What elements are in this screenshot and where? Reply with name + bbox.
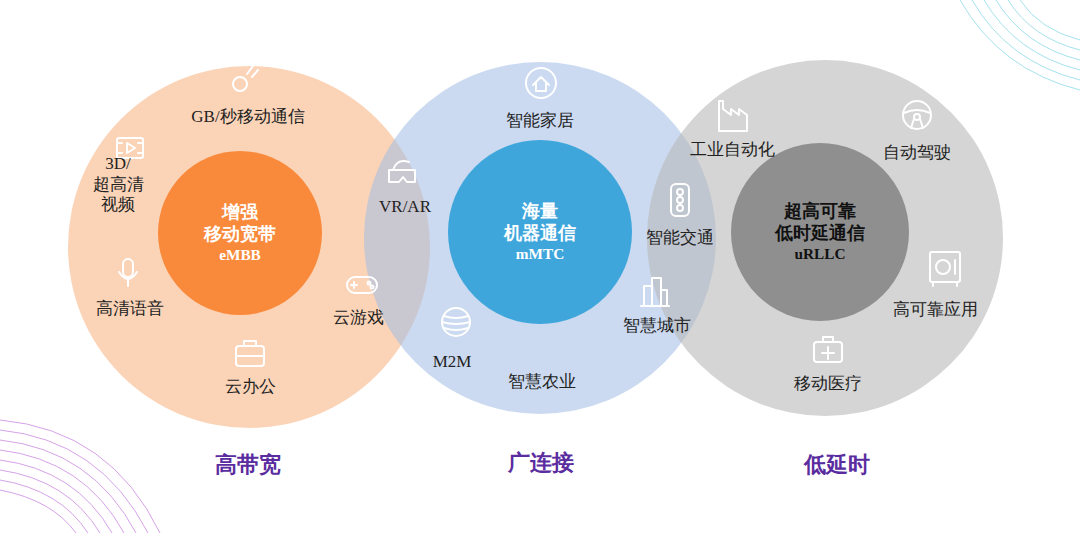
application-label: 智能交通 — [646, 228, 714, 248]
application-label: 云游戏 — [333, 308, 384, 328]
inner-circle: 海量 机器通信mMTC — [448, 140, 632, 324]
application-label: 高可靠应用 — [893, 300, 978, 320]
application-label: 云办公 — [225, 377, 276, 397]
circle-abbreviation: mMTC — [516, 244, 564, 264]
category-heading: 广连接 — [508, 448, 574, 478]
category-heading: 低延时 — [804, 450, 870, 480]
circle-abbreviation: eMBB — [219, 245, 261, 265]
application-label: 智慧城市 — [623, 316, 691, 336]
circle-title: 海量 机器通信 — [504, 200, 576, 243]
application-label: GB/秒移动通信 — [191, 107, 304, 127]
circle-title: 超高可靠 低时延通信 — [775, 200, 865, 243]
application-label: 工业自动化 — [690, 140, 775, 160]
application-label: VR/AR — [379, 197, 431, 217]
application-label: 智慧农业 — [508, 372, 576, 392]
application-label: 高清语音 — [96, 299, 164, 319]
inner-circle: 增强 移动宽带eMBB — [158, 151, 322, 315]
circle-abbreviation: uRLLC — [794, 244, 845, 264]
circle-title: 增强 移动宽带 — [204, 201, 276, 244]
inner-circle: 超高可靠 低时延通信uRLLC — [731, 143, 909, 321]
application-label: 智能家居 — [506, 111, 574, 131]
category-heading: 高带宽 — [215, 450, 281, 480]
application-label: 3D/超高清 视频 — [93, 154, 144, 215]
application-label: 自动驾驶 — [883, 143, 951, 163]
application-label: M2M — [433, 352, 472, 372]
application-label: 移动医疗 — [794, 374, 862, 394]
